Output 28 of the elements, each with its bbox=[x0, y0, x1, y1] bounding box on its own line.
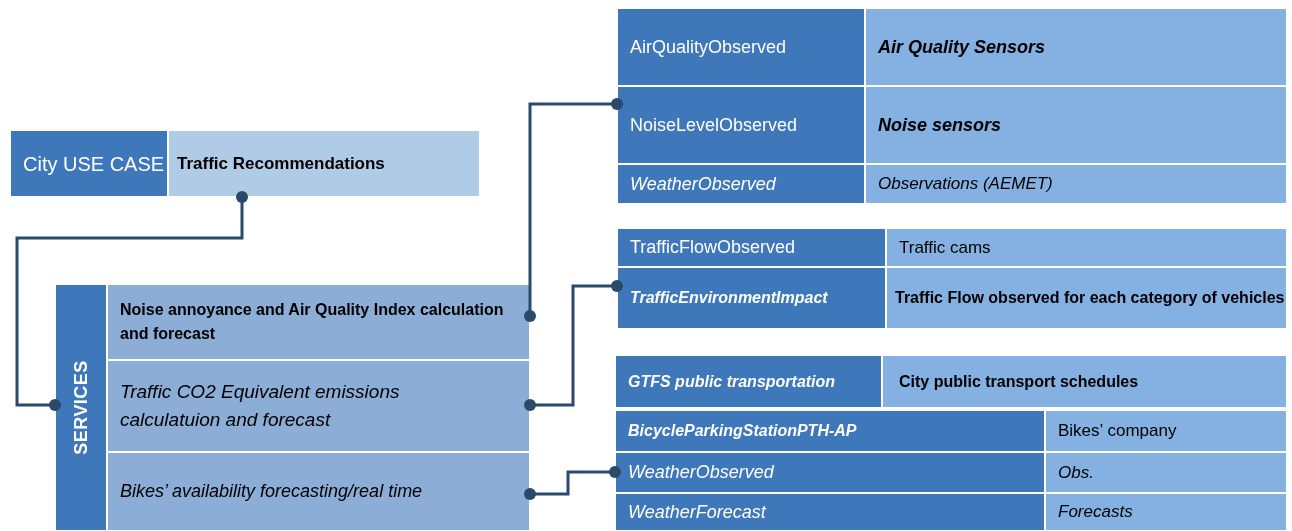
entity-cell: NoiseLevelObserved bbox=[617, 86, 865, 164]
source-cell: City public transport schedules bbox=[882, 355, 1287, 408]
source-cell: Observations (AEMET) bbox=[865, 164, 1287, 204]
sidebar-label: SERVICES bbox=[55, 284, 107, 531]
entity-cell: GTFS public transportation bbox=[615, 355, 882, 408]
entity-cell: TrafficEnvironmentImpact bbox=[617, 267, 886, 329]
entity-cell: TrafficFlowObserved bbox=[617, 228, 886, 267]
source-cell: Traffic Flow observed for each category of vehicles bbox=[886, 267, 1287, 329]
entity-cell: BicycleParkingStationPTH-AP bbox=[615, 410, 1045, 452]
source-cell: Air Quality Sensors bbox=[865, 8, 1287, 86]
entity-cell: AirQualityObserved bbox=[617, 8, 865, 86]
service-row: Bikes’ availability forecasting/real time bbox=[107, 452, 530, 531]
source-cell: Noise sensors bbox=[865, 86, 1287, 164]
label-cell: City USE CASE bbox=[10, 130, 168, 197]
source-cell: Traffic cams bbox=[886, 228, 1287, 267]
connector-line bbox=[524, 98, 623, 322]
source-cell: Obs. bbox=[1045, 452, 1287, 493]
connector-line bbox=[524, 280, 623, 411]
connector-line bbox=[15, 191, 248, 411]
source-cell: Forecasts bbox=[1045, 493, 1287, 531]
entity-cell: WeatherObserved bbox=[617, 164, 865, 204]
source-cell: Bikes’ company bbox=[1045, 410, 1287, 452]
entity-cell: WeatherObserved bbox=[615, 452, 1045, 493]
title-cell: Traffic Recommendations bbox=[168, 130, 480, 197]
connector-line bbox=[524, 466, 621, 500]
service-row: Noise annoyance and Air Quality Index calculation and forecast bbox=[107, 284, 530, 360]
entity-cell: WeatherForecast bbox=[615, 493, 1045, 531]
service-row: Traffic CO2 Equivalent emissions calculatuion and forecast bbox=[107, 360, 530, 452]
